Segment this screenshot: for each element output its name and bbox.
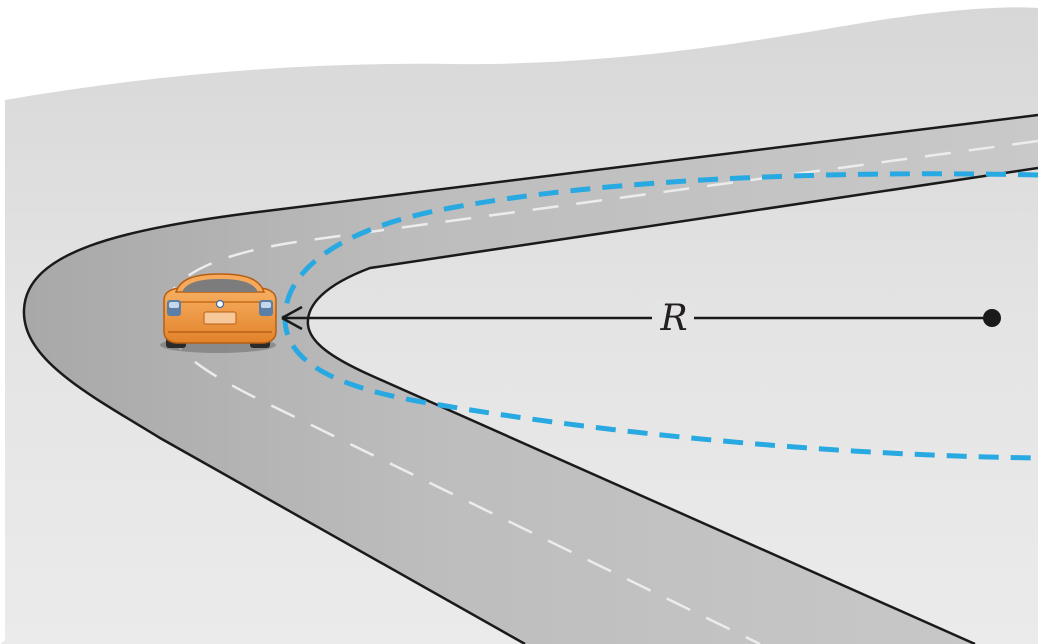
road-outer-edge — [22, 113, 1038, 644]
center-dot-icon — [983, 309, 1001, 327]
car-rear-icon — [160, 273, 277, 353]
road-surface — [23, 115, 1038, 644]
radius-arrowhead — [281, 305, 303, 331]
road-inner-edge — [306, 166, 1038, 644]
radius-label: R — [659, 298, 687, 339]
radius-label-gap — [652, 300, 694, 336]
